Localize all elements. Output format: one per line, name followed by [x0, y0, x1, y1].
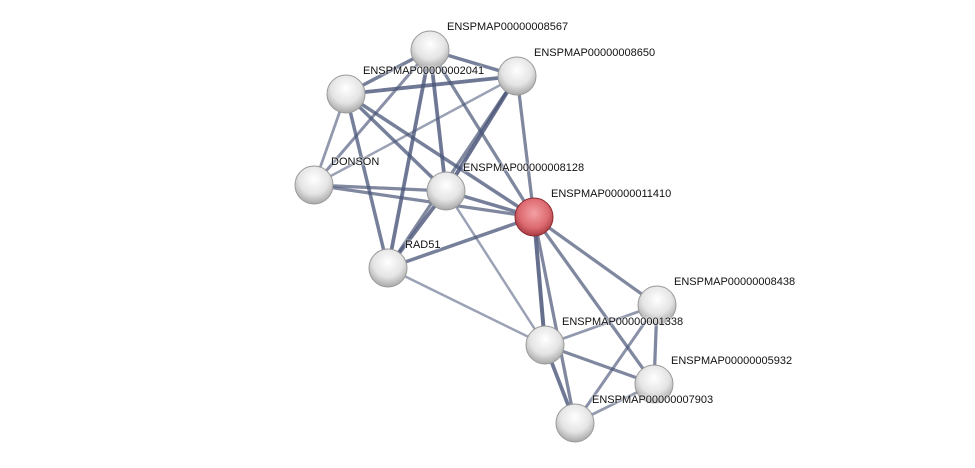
edge-8650-donson: [313, 74, 518, 187]
node-label: ENSPMAP00000008128: [463, 162, 585, 174]
node-5932[interactable]: [634, 364, 674, 404]
edge-2041-rad51: [344, 93, 390, 269]
node-8438[interactable]: [637, 285, 677, 325]
edge-8128-1338: [444, 190, 547, 346]
node-label: ENSPMAP00000007903: [592, 394, 714, 406]
node-label: RAD51: [405, 239, 441, 251]
node-7903[interactable]: [555, 403, 595, 443]
node-2041[interactable]: [326, 74, 366, 114]
node-8650[interactable]: [497, 56, 537, 96]
node-label: ENSPMAP00000001338: [562, 316, 684, 328]
edge-8438-7903: [573, 304, 659, 424]
edge-8650-11410: [515, 75, 536, 218]
edge-11410-1338: [532, 216, 547, 346]
edge-rad51-1338: [387, 266, 546, 347]
edge-rad51-11410: [387, 215, 535, 270]
edge-2041-8650: [345, 74, 518, 96]
node-label: ENSPMAP00000008567: [447, 21, 569, 33]
edge-donson-8128: [313, 183, 447, 193]
node-donson[interactable]: [294, 165, 334, 205]
node-label: ENSPMAP00000005932: [671, 355, 793, 367]
edge-2041-11410: [345, 92, 535, 219]
edge-11410-7903: [532, 216, 577, 424]
edge-donson-11410: [313, 183, 535, 219]
node-8128[interactable]: [426, 171, 466, 211]
node-rad51[interactable]: [368, 248, 408, 288]
node-label: DONSON: [331, 156, 380, 168]
node-11410[interactable]: [514, 197, 554, 237]
edge-2041-8128: [344, 92, 448, 193]
node-label: ENSPMAP00000011410: [551, 188, 672, 200]
node-label: ENSPMAP00000002041: [363, 65, 485, 77]
edge-8567-8128: [428, 49, 448, 192]
node-label: ENSPMAP00000008438: [674, 276, 796, 288]
edge-11410-8438: [533, 215, 658, 307]
edge-8650-rad51: [386, 75, 519, 269]
node-1338[interactable]: [525, 325, 565, 365]
edge-11410-5932: [532, 216, 656, 385]
edge-1338-8438: [544, 303, 658, 347]
node-8567[interactable]: [410, 30, 450, 70]
node-label: ENSPMAP00000008650: [534, 47, 656, 59]
